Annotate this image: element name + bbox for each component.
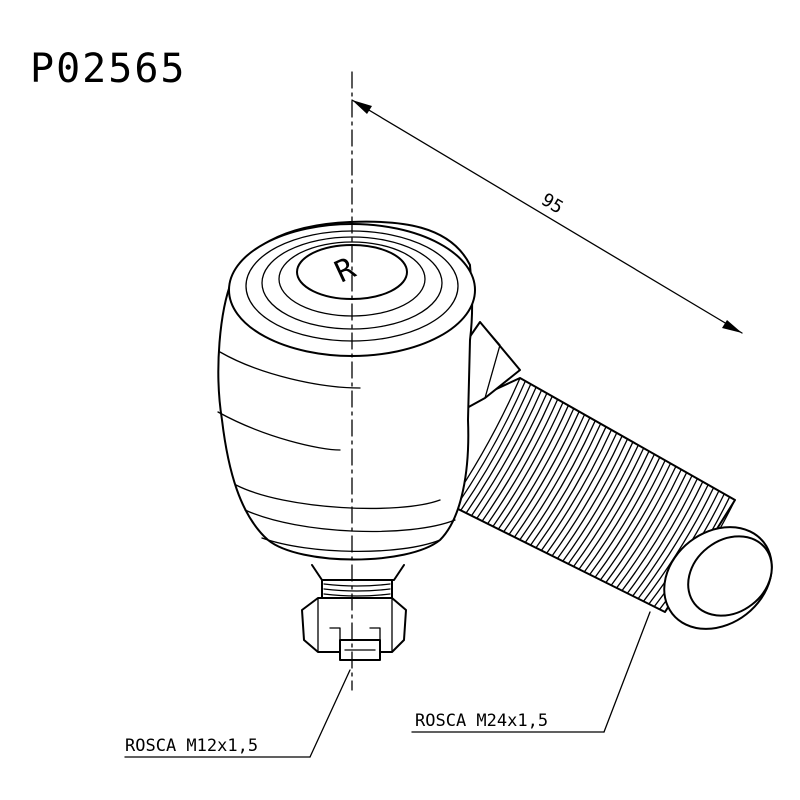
- thread-line: [519, 417, 591, 541]
- housing-band-5: [261, 537, 441, 553]
- thread-line: [594, 459, 666, 578]
- housing-band-2: [217, 411, 341, 451]
- bottom-stud: [301, 564, 407, 661]
- housing-band-1: [219, 351, 361, 389]
- thread-line: [642, 487, 715, 602]
- thread-line: [470, 389, 543, 517]
- cap-ring-3: [261, 236, 443, 330]
- thread-line: [465, 386, 537, 514]
- housing-band-3: [235, 484, 441, 510]
- leader-small-thread: [124, 669, 351, 758]
- stud-thread-line: [323, 593, 391, 597]
- small-thread-label: ROSCA M12x1,5: [125, 736, 258, 756]
- thread-line: [460, 383, 532, 511]
- thread-line: [605, 465, 677, 584]
- thread-line: [529, 423, 602, 546]
- leader-line-large: [603, 611, 651, 733]
- dimension-arrow-end: [722, 320, 742, 333]
- castle-nut-slots: [317, 597, 393, 653]
- thread-line: [562, 441, 634, 562]
- thread-line: [492, 401, 564, 528]
- stud-thread-line: [323, 588, 391, 592]
- shank-threads: [449, 377, 736, 613]
- thread-line: [454, 380, 527, 509]
- thread-line: [615, 471, 688, 589]
- stud-thread-line: [323, 583, 391, 587]
- thread-line: [503, 407, 575, 533]
- thread-line: [556, 438, 629, 560]
- thread-line: [508, 410, 580, 536]
- thread-line: [476, 392, 548, 520]
- thread-line: [524, 420, 596, 544]
- thread-line: [572, 447, 645, 568]
- thread-line: [583, 453, 656, 573]
- stud-collar: [311, 564, 405, 581]
- leader-large-thread: [411, 611, 651, 733]
- thread-line: [621, 474, 693, 592]
- dimension-arrow-start: [352, 100, 372, 114]
- neck-edge-3: [479, 321, 501, 399]
- thread-line: [546, 432, 618, 554]
- thread-line: [481, 395, 553, 522]
- threaded-shank: [439, 377, 773, 630]
- leader-line-small: [309, 669, 351, 758]
- thread-line: [610, 468, 682, 586]
- thread-line: [578, 450, 650, 570]
- shank-end-face-inner: [687, 535, 773, 617]
- large-thread-label: ROSCA M24x1,5: [415, 711, 548, 731]
- thread-line: [497, 404, 570, 530]
- thread-line: [632, 481, 704, 597]
- part-number: P02565: [30, 46, 187, 92]
- dimension-line: [351, 99, 743, 334]
- housing-band-4: [244, 509, 456, 533]
- thread-line: [540, 429, 613, 552]
- thread-line: [551, 435, 623, 557]
- thread-line: [513, 413, 586, 538]
- thread-line: [589, 456, 661, 576]
- thread-line: [486, 398, 559, 525]
- thread-line: [626, 478, 699, 594]
- thread-line: [567, 444, 639, 565]
- thread-line: [535, 426, 607, 549]
- thread-line: [637, 484, 709, 600]
- thread-line: [599, 462, 672, 581]
